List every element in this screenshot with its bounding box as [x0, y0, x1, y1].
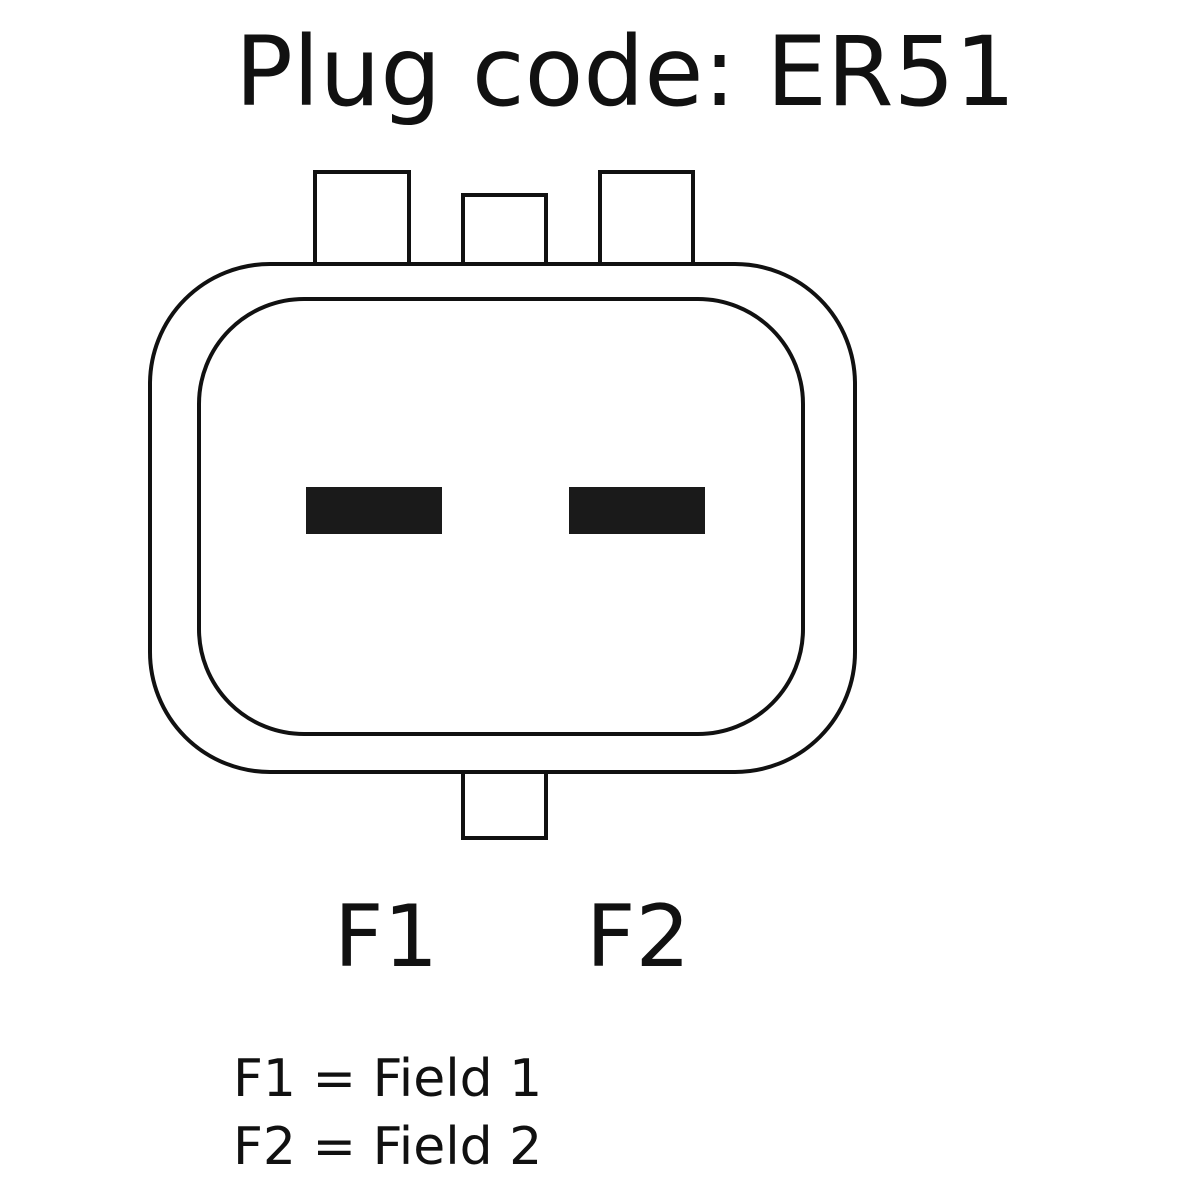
pin-label-f1: F1 — [334, 887, 438, 987]
top-left-tab — [313, 170, 411, 266]
top-center-tab — [461, 193, 548, 266]
terminal-f1 — [306, 487, 442, 534]
top-right-tab — [598, 170, 695, 266]
terminal-f2 — [569, 487, 705, 534]
pin-label-f2: F2 — [586, 887, 690, 987]
legend-row-f2: F2 = Field 2 — [233, 1117, 543, 1177]
pin-legend: F1 = Field 1 F2 = Field 2 — [233, 1045, 542, 1181]
legend-row-f1: F1 = Field 1 — [233, 1049, 543, 1109]
bottom-key-tab — [461, 760, 548, 840]
connector-inner-cavity — [197, 297, 805, 736]
plug-code-title: Plug code: ER51 — [235, 16, 1016, 128]
